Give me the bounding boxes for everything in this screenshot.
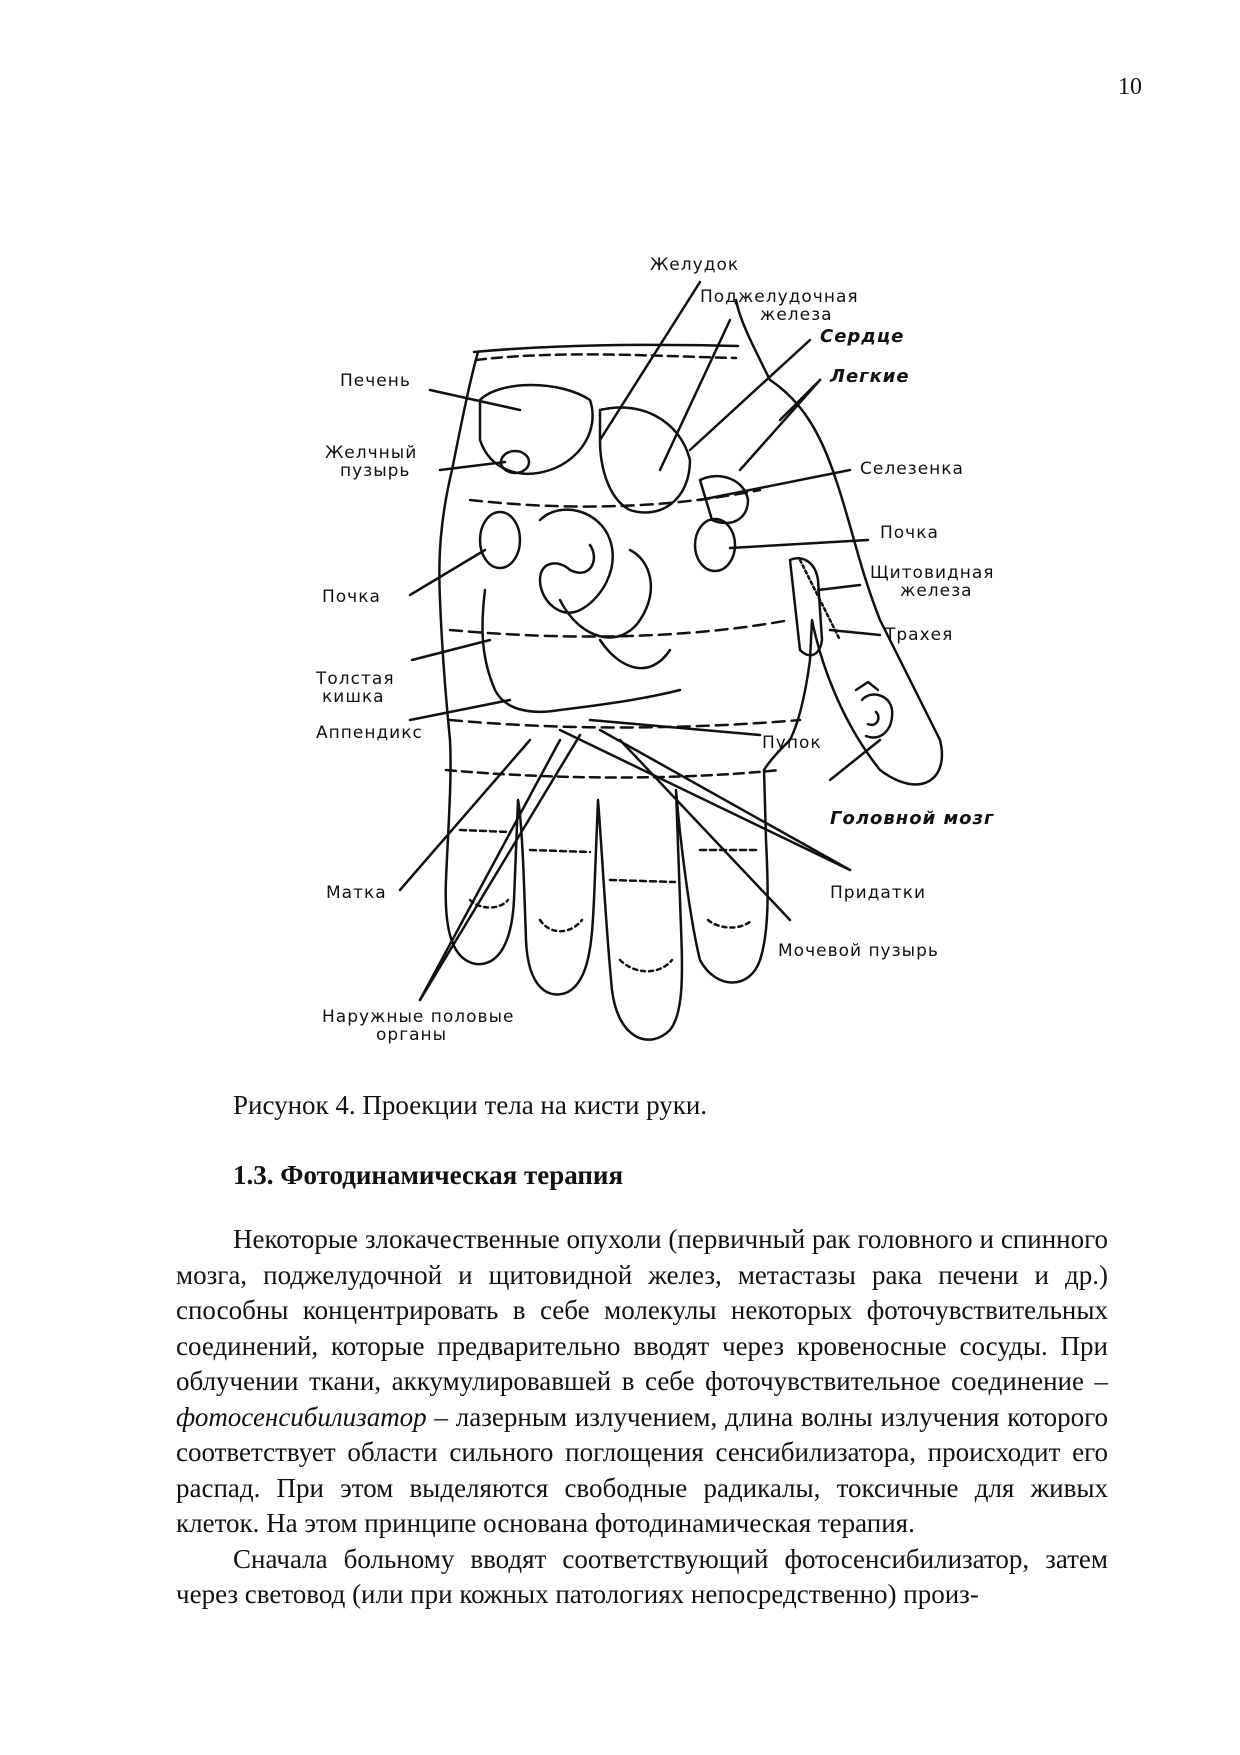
finger-detail [468, 898, 754, 973]
leader-line [410, 638, 492, 662]
leader-line [408, 548, 487, 597]
zone-line [448, 618, 792, 638]
label-trachea: Трахея [884, 625, 953, 645]
hand-outline [438, 298, 944, 1041]
figure-caption: Рисунок 4. Проекции тела на кисти руки. [233, 1090, 708, 1120]
zone-line [444, 768, 782, 779]
leader-line [618, 738, 792, 922]
term-photosensitizer: фотосенсибилизатор [176, 1401, 427, 1432]
wrist-line [474, 353, 738, 362]
paragraph-1-after: – лазерным излучением, длина волны излуч… [176, 1401, 1108, 1539]
leader-line [828, 738, 882, 782]
label-colon-2: кишка [322, 687, 385, 707]
label-colon-1: Толстая [315, 669, 395, 689]
label-gallbladder-2: пузырь [340, 461, 410, 481]
label-adnexa: Придатки [830, 883, 926, 903]
leader-line [598, 280, 702, 442]
leader-line [408, 698, 512, 722]
label-navel: Пупок [762, 733, 822, 753]
brain-detail [854, 680, 880, 727]
label-bladder: Мочевой пузырь [778, 941, 939, 961]
zone-line [448, 718, 802, 729]
leader-line [428, 388, 522, 412]
label-uterus: Матка [326, 883, 387, 903]
leader-line [828, 628, 882, 637]
label-spleen: Селезенка [860, 459, 964, 479]
spleen-shape [698, 474, 750, 525]
brain-shape [860, 693, 894, 739]
leader-line [698, 468, 852, 502]
hand-diagram: Желудок Поджелудочная железа Сердце Пече… [315, 255, 995, 1045]
leader-line [418, 733, 582, 1002]
wrist-line-2 [472, 343, 740, 354]
leader-line [588, 718, 762, 737]
label-kidney-right: Почка [880, 523, 939, 543]
leader-line [398, 738, 532, 892]
leader-line [598, 728, 852, 872]
page-number: 10 [1118, 74, 1142, 100]
label-pancreas-1: Поджелудочная [700, 287, 859, 307]
trachea-shape [798, 558, 842, 642]
section-heading: 1.3. Фотодинамическая терапия [233, 1160, 624, 1190]
paragraph-2: Сначала больному вводят соответствующий … [176, 1543, 1108, 1610]
leader-line [658, 318, 732, 472]
leader-line [418, 738, 562, 1002]
label-liver: Печень [340, 371, 411, 391]
kidney-left-shape [478, 510, 522, 570]
label-gallbladder-1: Желчный [325, 443, 417, 463]
label-thyroid-1: Щитовидная [870, 563, 995, 583]
thyroid-shape [788, 556, 824, 657]
leader-line [728, 538, 870, 550]
label-stomach: Желудок [650, 255, 739, 275]
leader-line [558, 728, 852, 872]
label-brain: Головной мозг [830, 808, 994, 829]
paragraph-1-before: Некоторые злокачественные опухоли (перви… [176, 1224, 1108, 1396]
leader-line [778, 378, 822, 422]
paragraph-1: Некоторые злокачественные опухоли (перви… [176, 1222, 1108, 1542]
leader-line [438, 460, 507, 472]
kidney-right-shape [693, 517, 737, 573]
label-pancreas-2: железа [760, 305, 833, 325]
label-heart: Сердце [820, 326, 904, 347]
intestine-shape [538, 508, 614, 614]
hand-projection-figure: Желудок Поджелудочная железа Сердце Пече… [310, 240, 1040, 1070]
intestine-loops [558, 548, 672, 670]
label-lungs: Легкие [829, 366, 910, 387]
label-kidney-left: Почка [322, 587, 381, 607]
leader-line [816, 583, 862, 592]
stomach-shape [598, 406, 692, 514]
label-thyroid-2: железа [900, 581, 973, 601]
liver-shape [478, 383, 594, 475]
label-appendix: Аппендикс [316, 723, 423, 743]
label-genitals-1: Наружные половые [322, 1007, 514, 1027]
body-text: Некоторые злокачественные опухоли (перви… [176, 1222, 1108, 1613]
label-genitals-2: органы [376, 1025, 447, 1045]
finger-crease [458, 828, 762, 884]
leader-line [688, 338, 812, 452]
